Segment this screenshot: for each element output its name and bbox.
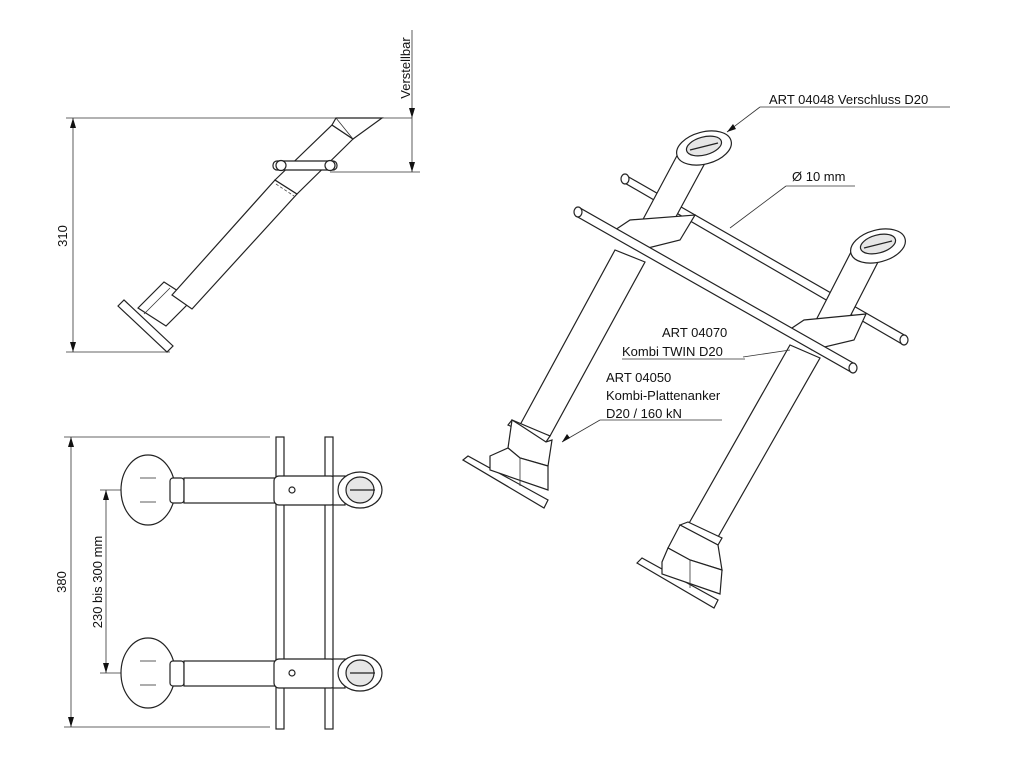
- top-view-anchor-upper: [120, 454, 383, 526]
- twin-name-callout: Kombi TWIN D20: [622, 344, 723, 359]
- top-height-label: 380: [54, 571, 69, 593]
- closure-callout: ART 04048 Verschluss D20: [769, 92, 928, 107]
- top-view: 380 230 bis 300 mm: [54, 436, 383, 730]
- spacing-range-label: 230 bis 300 mm: [90, 536, 105, 629]
- callouts: ART 04048 Verschluss D20 Ø 10 mm ART 040…: [561, 92, 950, 443]
- twin-code-callout: ART 04070: [662, 325, 727, 340]
- anchor-spec-callout: D20 / 160 kN: [606, 406, 682, 421]
- diameter-callout: Ø 10 mm: [792, 169, 845, 184]
- adjustable-label: Verstellbar: [398, 37, 413, 99]
- top-view-anchor-lower: [120, 637, 383, 709]
- side-height-label: 310: [55, 225, 70, 247]
- side-view: 310 Verstellbar: [55, 30, 420, 353]
- anchor-name-callout: Kombi-Plattenanker: [606, 388, 721, 403]
- anchor-code-callout: ART 04050: [606, 370, 671, 385]
- isometric-view: [461, 130, 909, 609]
